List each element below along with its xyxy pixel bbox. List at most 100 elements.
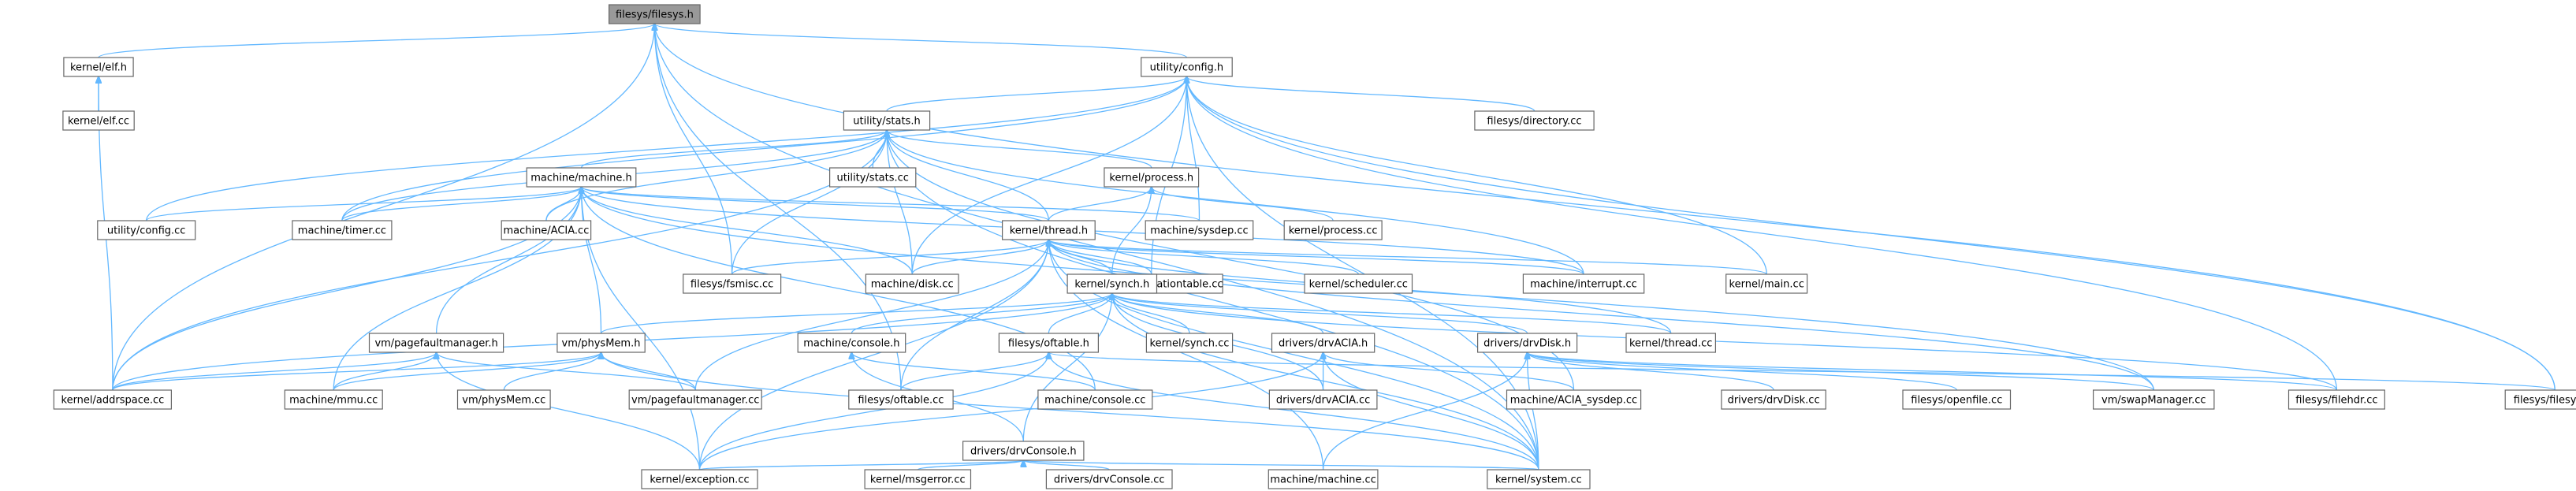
node-label: filesys/oftable.cc: [858, 395, 944, 407]
edge-machine-mmu-cc-to-machine-machine-h: [333, 187, 581, 391]
node-box: [1625, 333, 1717, 353]
node-machine-console-h[interactable]: machine/console.h: [797, 333, 906, 353]
node-drivers-drvacia-cc[interactable]: drivers/drvACIA.cc: [1268, 389, 1378, 410]
node-label: kernel/main.cc: [1729, 279, 1804, 291]
node-filesys-fsmisc-cc[interactable]: filesys/fsmisc.cc: [683, 273, 782, 294]
edge-machine-interrupt-cc-to-utility-stats-h: [887, 130, 1584, 275]
node-kernel-exception-cc[interactable]: kernel/exception.cc: [641, 469, 758, 489]
node-machine-acia-sysdep-cc[interactable]: machine/ACIA_sysdep.cc: [1506, 389, 1642, 410]
node-filesys-oftable-cc[interactable]: filesys/oftable.cc: [848, 389, 954, 410]
edge-machine-sysdep-cc-to-machine-machine-h: [582, 187, 1201, 221]
edge-filesys-directory-cc-to-utility-config-h: [1186, 76, 1536, 112]
node-machine-console-cc[interactable]: machine/console.cc: [1037, 389, 1153, 410]
node-label: kernel/synch.h: [1074, 279, 1149, 291]
node-box: [1141, 57, 1233, 77]
node-machine-disk-cc[interactable]: machine/disk.cc: [865, 273, 959, 294]
edge-kernel-main-cc-to-utility-config-h: [1186, 76, 1767, 275]
edge-filesys-fsmisc-cc-to-utility-stats-h: [731, 130, 887, 275]
node-box: [526, 167, 637, 188]
node-box: [1268, 469, 1379, 489]
node-label: vm/physMem.h: [562, 338, 641, 350]
edge-kernel-thread-h-to-machine-machine-h: [582, 187, 1050, 221]
edge-drivers-drvdisk-cc-to-drivers-drvdisk-h: [1528, 352, 1774, 391]
edge-machine-disk-cc-to-kernel-thread-h: [911, 240, 1048, 275]
node-machine-mmu-cc[interactable]: machine/mmu.cc: [284, 389, 383, 410]
node-box: [1045, 469, 1173, 489]
node-kernel-main-cc[interactable]: kernel/main.cc: [1725, 273, 1808, 294]
node-filesys-filehdr-cc[interactable]: filesys/filehdr.cc: [2288, 389, 2385, 410]
node-kernel-elf-cc[interactable]: kernel/elf.cc: [62, 110, 135, 131]
node-box: [62, 110, 135, 131]
edge-vm-physmem-cc-to-vm-physmem-h: [503, 352, 601, 391]
edge-kernel-exception-cc-to-drivers-drvacia-h: [698, 352, 1323, 471]
edge-filesys-openfile-cc-to-drivers-drvdisk-h: [1528, 352, 1957, 391]
node-kernel-system-cc[interactable]: kernel/system.cc: [1487, 469, 1591, 489]
node-machine-interrupt-cc[interactable]: machine/interrupt.cc: [1522, 273, 1645, 294]
node-label: vm/pagefaultmanager.h: [374, 338, 497, 350]
edge-utility-config-cc-to-machine-machine-h: [146, 187, 582, 221]
edge-machine-interrupt-cc-to-kernel-thread-h: [1048, 240, 1584, 275]
edge-kernel-system-cc-to-drivers-drvacia-h: [1323, 352, 1539, 471]
edge-machine-timer-cc-to-utility-config-h: [341, 76, 1187, 221]
node-drivers-drvacia-h[interactable]: drivers/drvACIA.h: [1271, 333, 1375, 353]
node-kernel-elf-h[interactable]: kernel/elf.h: [63, 57, 134, 77]
edge-kernel-addrspace-cc-to-vm-pagefaultmanager-h: [112, 352, 437, 391]
edge-vm-pagefaultmanager-cc-to-kernel-thread-h: [694, 240, 1048, 391]
node-label: drivers/drvDisk.cc: [1728, 395, 1820, 407]
edge-kernel-system-cc-to-drivers-drvconsole-h: [1023, 460, 1539, 471]
node-utility-stats-h[interactable]: utility/stats.h: [843, 110, 931, 131]
node-utility-config-cc[interactable]: utility/config.cc: [97, 220, 196, 240]
node-label: machine/console.h: [803, 338, 899, 350]
node-box: [962, 441, 1085, 461]
node-label: drivers/drvDisk.h: [1483, 338, 1571, 350]
edge-kernel-elf-h-to-filesys-filesys-h: [98, 24, 654, 58]
node-vm-physmem-cc[interactable]: vm/physMem.cc: [456, 389, 551, 410]
node-utility-stats-cc[interactable]: utility/stats.cc: [828, 167, 917, 188]
node-label: kernel/exception.cc: [650, 474, 749, 486]
edge-filesys-filehdr-cc-to-utility-config-h: [1186, 76, 2338, 391]
node-box: [1522, 273, 1645, 294]
node-filesys-openfile-cc[interactable]: filesys/openfile.cc: [1902, 389, 2012, 410]
node-machine-acia-cc[interactable]: machine/ACIA.cc: [501, 220, 592, 240]
node-box: [1474, 110, 1595, 131]
node-label: drivers/drvACIA.cc: [1276, 395, 1370, 407]
node-kernel-thread-h[interactable]: kernel/thread.h: [1001, 220, 1096, 240]
node-machine-timer-cc[interactable]: machine/timer.cc: [292, 220, 393, 240]
node-kernel-msgerror-cc[interactable]: kernel/msgerror.cc: [864, 469, 972, 489]
node-utility-config-h[interactable]: utility/config.h: [1141, 57, 1233, 77]
node-filesys-oftable-h[interactable]: filesys/oftable.h: [998, 333, 1100, 353]
node-kernel-process-h[interactable]: kernel/process.h: [1104, 167, 1200, 188]
node-label: machine/disk.cc: [871, 279, 954, 291]
node-kernel-process-cc[interactable]: kernel/process.cc: [1283, 220, 1383, 240]
node-drivers-drvconsole-h[interactable]: drivers/drvConsole.h: [962, 441, 1085, 461]
edge-kernel-thread-h-to-utility-stats-h: [887, 130, 1050, 221]
node-drivers-drvdisk-h[interactable]: drivers/drvDisk.h: [1476, 333, 1578, 353]
node-filesys-directory-cc[interactable]: filesys/directory.cc: [1474, 110, 1595, 131]
edge-utility-config-cc-to-utility-config-h: [146, 76, 1187, 221]
node-drivers-drvconsole-cc[interactable]: drivers/drvConsole.cc: [1045, 469, 1173, 489]
edge-filesys-oftable-cc-to-filesys-oftable-h: [900, 352, 1049, 391]
node-box: [628, 389, 762, 410]
node-vm-swapmanager-cc[interactable]: vm/swapManager.cc: [2093, 389, 2215, 410]
node-vm-pagefaultmanager-cc[interactable]: vm/pagefaultmanager.cc: [628, 389, 762, 410]
node-box: [1721, 389, 1826, 410]
edge-vm-physmem-h-to-machine-machine-h: [582, 187, 602, 334]
node-filesys-filesys-h[interactable]: filesys/filesys.h: [608, 4, 701, 24]
node-kernel-thread-cc[interactable]: kernel/thread.cc: [1625, 333, 1717, 353]
node-filesys-filesys-cc[interactable]: filesys/filesys.cc: [2504, 389, 2576, 410]
edge-machine-mmu-cc-to-vm-physmem-h: [333, 352, 601, 391]
node-kernel-addrspace-cc[interactable]: kernel/addrspace.cc: [53, 389, 173, 410]
node-drivers-drvdisk-cc[interactable]: drivers/drvDisk.cc: [1721, 389, 1826, 410]
edge-utility-config-h-to-filesys-filesys-h: [654, 24, 1188, 58]
node-machine-machine-h[interactable]: machine/machine.h: [526, 167, 637, 188]
node-kernel-scheduler-cc[interactable]: kernel/scheduler.cc: [1304, 273, 1413, 294]
edge-kernel-exception-cc-to-kernel-thread-h: [698, 240, 1049, 471]
node-kernel-synch-cc[interactable]: kernel/synch.cc: [1145, 333, 1234, 353]
edge-machine-console-h-to-kernel-synch-h: [851, 293, 1111, 334]
node-vm-physmem-h[interactable]: vm/physMem.h: [557, 333, 646, 353]
node-machine-sysdep-cc[interactable]: machine/sysdep.cc: [1145, 220, 1254, 240]
node-vm-pagefaultmanager-h[interactable]: vm/pagefaultmanager.h: [368, 333, 504, 353]
node-machine-machine-cc[interactable]: machine/machine.cc: [1268, 469, 1379, 489]
node-kernel-synch-h[interactable]: kernel/synch.h: [1067, 273, 1158, 294]
